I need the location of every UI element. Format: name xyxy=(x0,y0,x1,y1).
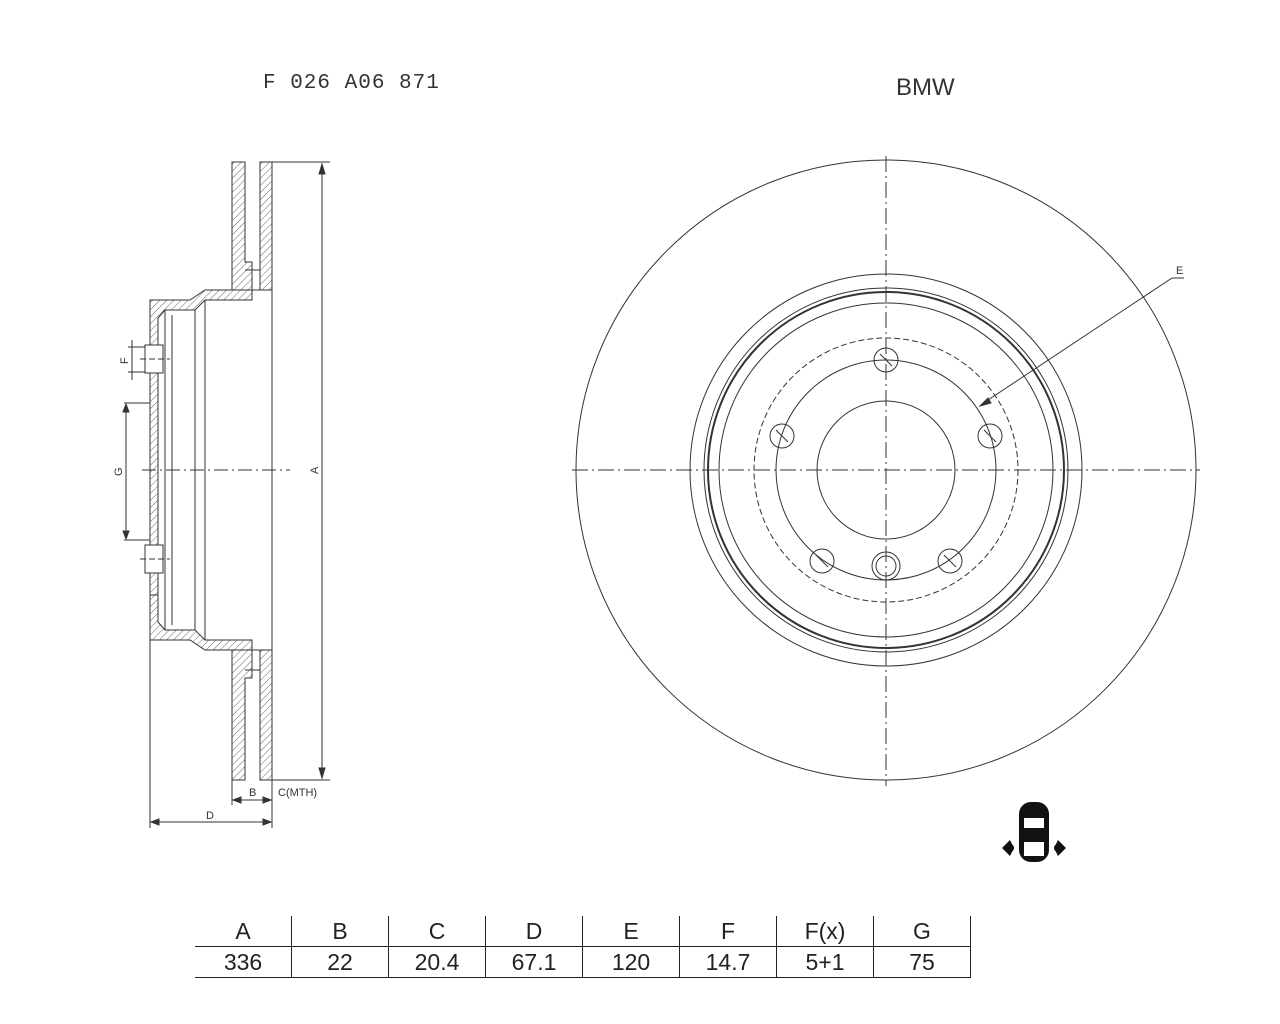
spec-header: D xyxy=(485,916,583,947)
dim-label-g: G xyxy=(113,467,125,476)
spec-header: F(x) xyxy=(776,916,874,947)
spec-table-value-row: 336 22 20.4 67.1 120 14.7 5+1 75 xyxy=(195,946,971,978)
friction-ring-inner-lower xyxy=(259,649,273,781)
part-number: F 026 A06 871 xyxy=(263,72,440,95)
dim-label-c: C(MTH) xyxy=(278,787,317,799)
spec-header: E xyxy=(582,916,680,947)
dim-label-a: A xyxy=(309,466,321,474)
dim-label-f: F xyxy=(119,357,131,364)
spec-table: A B C D E F F(x) G 336 22 20.4 67.1 120 … xyxy=(195,916,971,978)
dim-label-d: D xyxy=(206,810,214,822)
spec-header: F xyxy=(679,916,777,947)
spec-header: A xyxy=(195,916,292,947)
spec-value: 14.7 xyxy=(679,946,777,978)
spec-value: 75 xyxy=(873,946,971,978)
spec-value: 20.4 xyxy=(388,946,486,978)
bolt-hole xyxy=(769,423,795,449)
spec-value: 22 xyxy=(291,946,389,978)
side-section-view xyxy=(122,161,330,828)
bolt-hole xyxy=(809,548,835,574)
spec-table-header-row: A B C D E F F(x) G xyxy=(195,916,971,947)
friction-ring-inner-upper xyxy=(259,161,273,291)
spec-value: 336 xyxy=(195,946,292,978)
spec-value: 67.1 xyxy=(485,946,583,978)
bolt-hole xyxy=(977,423,1003,449)
front-view xyxy=(572,156,1200,786)
spec-value: 120 xyxy=(582,946,680,978)
bolt-hole xyxy=(937,548,963,574)
spec-header: B xyxy=(291,916,389,947)
friction-ring-outer-upper xyxy=(231,161,253,291)
spec-value: 5+1 xyxy=(776,946,874,978)
hat-wall-lower xyxy=(149,594,253,651)
dim-label-b: B xyxy=(249,787,256,799)
brand-name: BMW xyxy=(896,74,955,101)
rear-axle-car-icon xyxy=(1002,802,1066,862)
spec-header: G xyxy=(873,916,971,947)
front-label-e: E xyxy=(1176,265,1183,277)
spec-header: C xyxy=(388,916,486,947)
